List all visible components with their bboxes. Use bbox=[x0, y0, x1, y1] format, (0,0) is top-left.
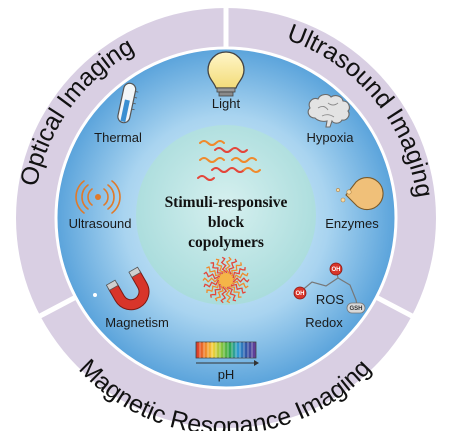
micelle-arm bbox=[206, 281, 222, 293]
center-title-line2: block bbox=[208, 214, 245, 231]
micelle-arm bbox=[224, 285, 232, 304]
ultrasound-stimulus-label: Ultrasound bbox=[69, 216, 132, 231]
micelle-arm bbox=[229, 262, 243, 277]
micelle-arm bbox=[231, 277, 250, 283]
micelle-arm bbox=[226, 285, 237, 302]
micelle-arm bbox=[214, 284, 224, 302]
ph-label: pH bbox=[218, 367, 235, 382]
center-title-line1: Stimuli-responsive bbox=[165, 194, 288, 211]
micelle-arm bbox=[203, 279, 221, 288]
micelle-arm bbox=[215, 258, 226, 275]
thermometer-icon bbox=[117, 82, 139, 124]
oh-badge-top: OH bbox=[332, 267, 341, 273]
polymer-strands-icon bbox=[197, 140, 261, 181]
core-circle bbox=[136, 125, 316, 305]
horseshoe-magnet-icon bbox=[105, 266, 150, 311]
micelle-core bbox=[219, 273, 233, 287]
micelle-arm bbox=[228, 258, 238, 276]
light-label: Light bbox=[212, 96, 241, 111]
micelle-arm bbox=[203, 271, 221, 280]
thermal-label: Thermal bbox=[94, 130, 142, 145]
ph-scale-icon bbox=[195, 341, 259, 366]
light-bulb-icon bbox=[207, 51, 245, 97]
oh-badge-left: OH bbox=[296, 291, 305, 297]
micelle-arm bbox=[230, 283, 246, 294]
brain-icon bbox=[307, 94, 350, 128]
hypoxia-label: Hypoxia bbox=[307, 130, 355, 145]
magnetism-label: Magnetism bbox=[105, 315, 169, 330]
micelle-arm bbox=[220, 256, 228, 275]
micelle-arm bbox=[228, 284, 242, 298]
enzyme-pacman-icon bbox=[336, 177, 384, 211]
micelle-arm bbox=[231, 280, 249, 289]
molecule-icon: OH OH GSH bbox=[293, 262, 366, 314]
micelle-arm bbox=[220, 285, 228, 304]
sound-wave-icon bbox=[75, 180, 121, 214]
enzymes-label: Enzymes bbox=[325, 216, 379, 231]
micelle-icon bbox=[202, 256, 250, 304]
redox-label: Redox bbox=[305, 315, 343, 330]
micelle-arm bbox=[206, 266, 222, 277]
micelle-arm bbox=[231, 272, 249, 281]
micelle-arm bbox=[209, 283, 223, 298]
sparkle-icon bbox=[93, 293, 97, 297]
micelle-arm bbox=[202, 277, 221, 283]
ros-label: ROS bbox=[316, 292, 345, 307]
micelle-arm bbox=[230, 267, 246, 279]
center-title-line3: copolymers bbox=[188, 234, 264, 251]
micelle-arm bbox=[224, 256, 232, 275]
gsh-badge: GSH bbox=[349, 306, 362, 312]
micelle-arm bbox=[210, 262, 224, 276]
